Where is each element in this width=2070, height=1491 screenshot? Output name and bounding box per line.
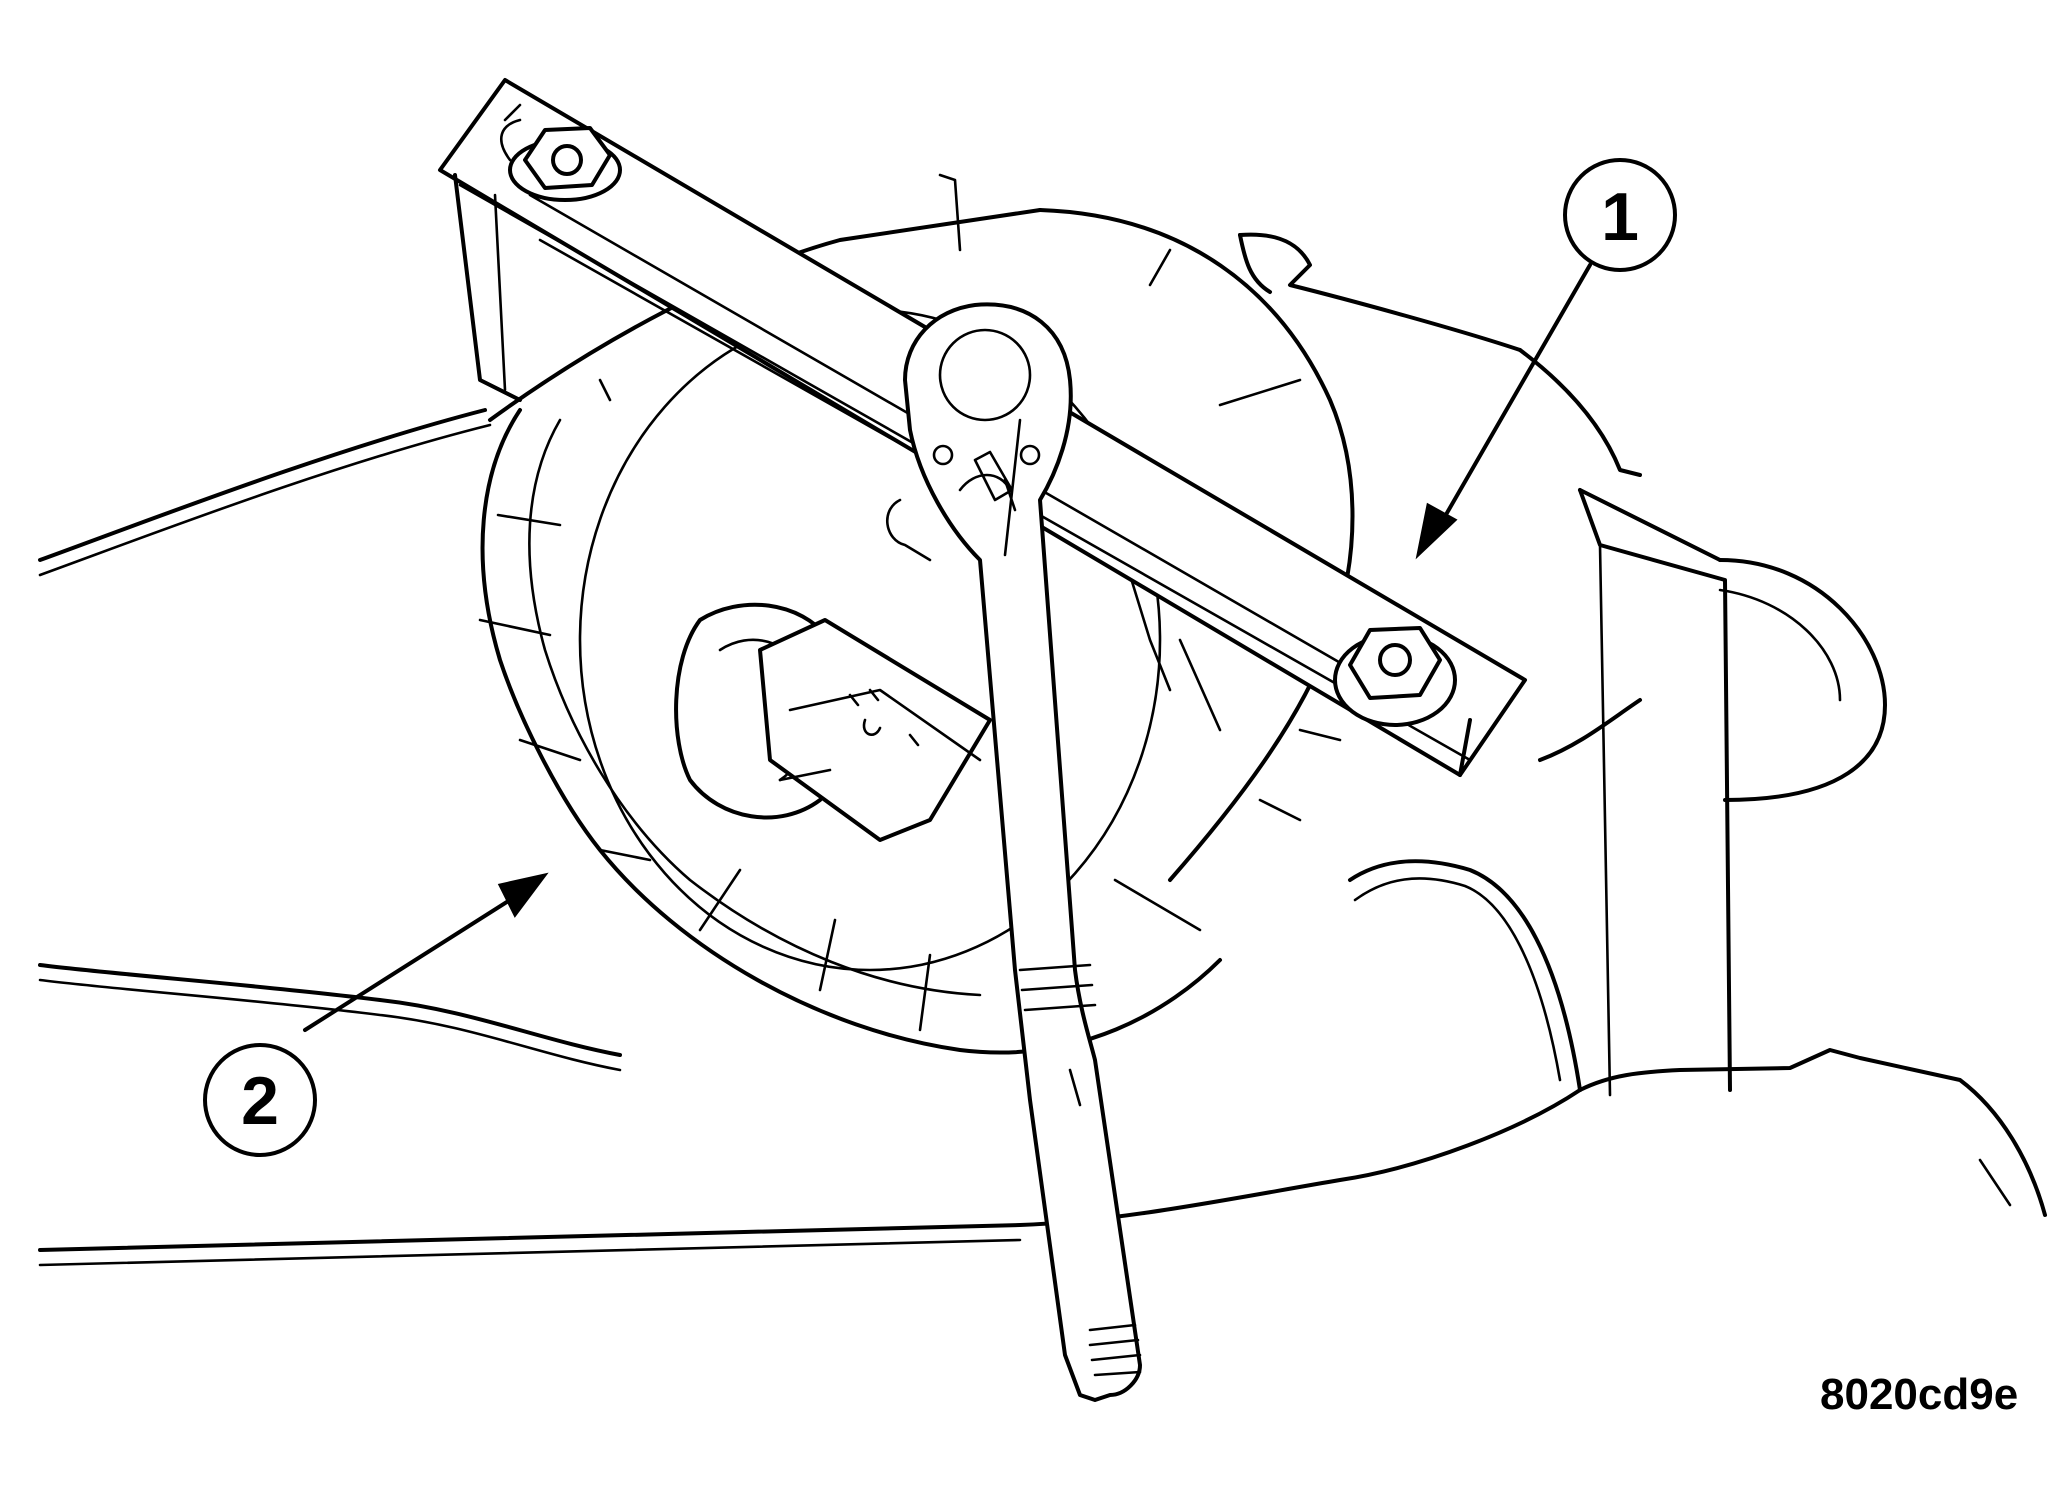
callout-1-arrowhead-icon bbox=[1415, 502, 1458, 560]
figure-reference-code: 8020cd9e bbox=[1820, 1370, 2019, 1419]
lower-bolt-icon bbox=[1333, 626, 1457, 727]
callout-1: 1 bbox=[1415, 158, 1677, 560]
ratchet-handle bbox=[903, 302, 1142, 1402]
callout-2: 2 bbox=[203, 872, 549, 1157]
fuel-tank-outline bbox=[38, 232, 2047, 1267]
callout-2-arrowhead-icon bbox=[497, 872, 549, 918]
upper-bolt-icon bbox=[500, 118, 622, 202]
callout-1-label: 1 bbox=[1601, 179, 1639, 255]
callout-2-label: 2 bbox=[241, 1063, 279, 1139]
